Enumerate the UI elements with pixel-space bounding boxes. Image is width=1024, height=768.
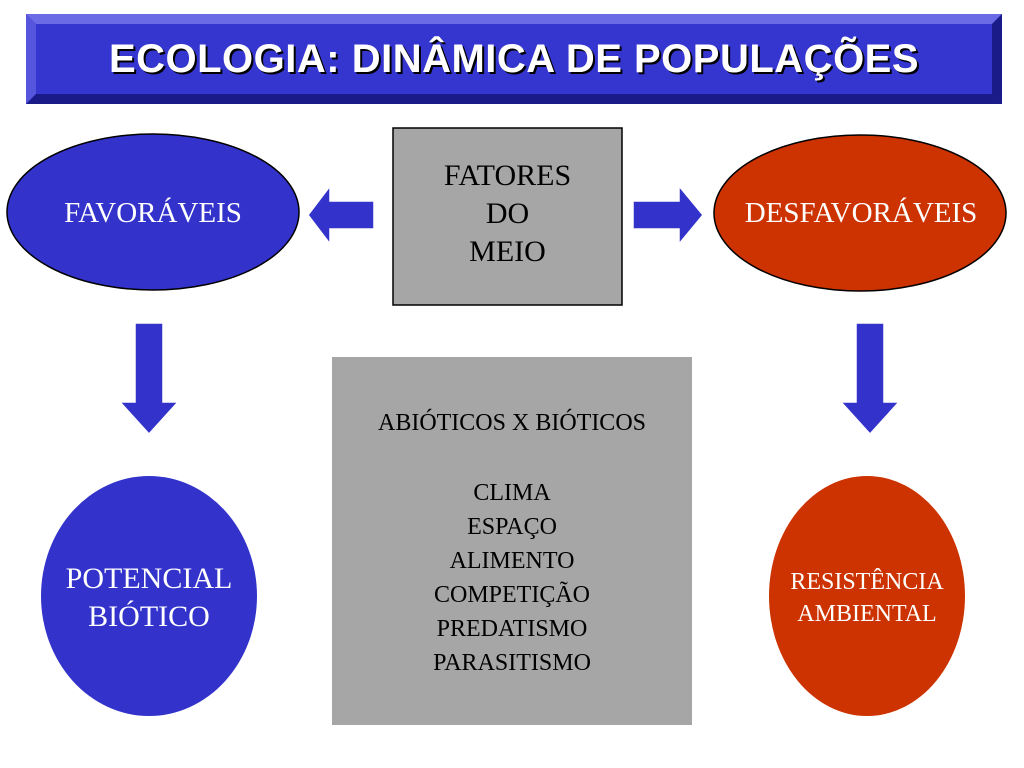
center-box [392,127,623,306]
desfavoraveis-label: DESFAVORÁVEIS [744,196,978,229]
factors-list: CLIMA ESPAÇO ALIMENTO COMPETIÇÃO PREDATI… [332,476,692,680]
desfavoraveis-node [713,134,1007,292]
factors-heading: ABIÓTICOS X BIÓTICOS [377,409,646,436]
resistencia-ambiental-label: RESISTÊNCIA AMBIENTAL [769,564,965,632]
potencial-line-2: BIÓTICO [88,600,210,633]
resistencia-line-1: RESISTÊNCIA [790,569,944,595]
arrow-down-right [839,322,901,436]
arrow-left [307,183,375,247]
favoraveis-node [6,133,300,291]
title-banner: ECOLOGIA: DINÂMICA DE POPULAÇÕES [26,14,1002,104]
page-title: ECOLOGIA: DINÂMICA DE POPULAÇÕES [108,36,920,81]
potencial-line-1: POTENCIAL [65,562,233,595]
potencial-biotico-node [41,476,257,716]
title-banner-frame [26,14,1002,104]
center-line-2: DO [485,197,530,230]
arrow-right [632,183,704,247]
center-line-3: MEIO [469,235,546,268]
center-line-1: FATORES [443,159,572,192]
factor-item: ALIMENTO [449,548,575,574]
factor-item: PARASITISMO [433,650,591,676]
favoraveis-label: FAVORÁVEIS [64,196,242,229]
factor-item: ESPAÇO [467,514,557,540]
factor-item: PREDATISMO [436,616,588,642]
arrow-down-left [118,322,180,436]
resistencia-ambiental-node [769,476,965,716]
resistencia-line-2: AMBIENTAL [797,601,937,627]
factor-item: CLIMA [473,480,551,506]
center-box-label: FATORES DO MEIO [393,150,622,278]
factors-box [332,357,692,725]
factor-item: COMPETIÇÃO [433,582,590,608]
potencial-biotico-label: POTENCIAL BIÓTICO [41,558,257,638]
